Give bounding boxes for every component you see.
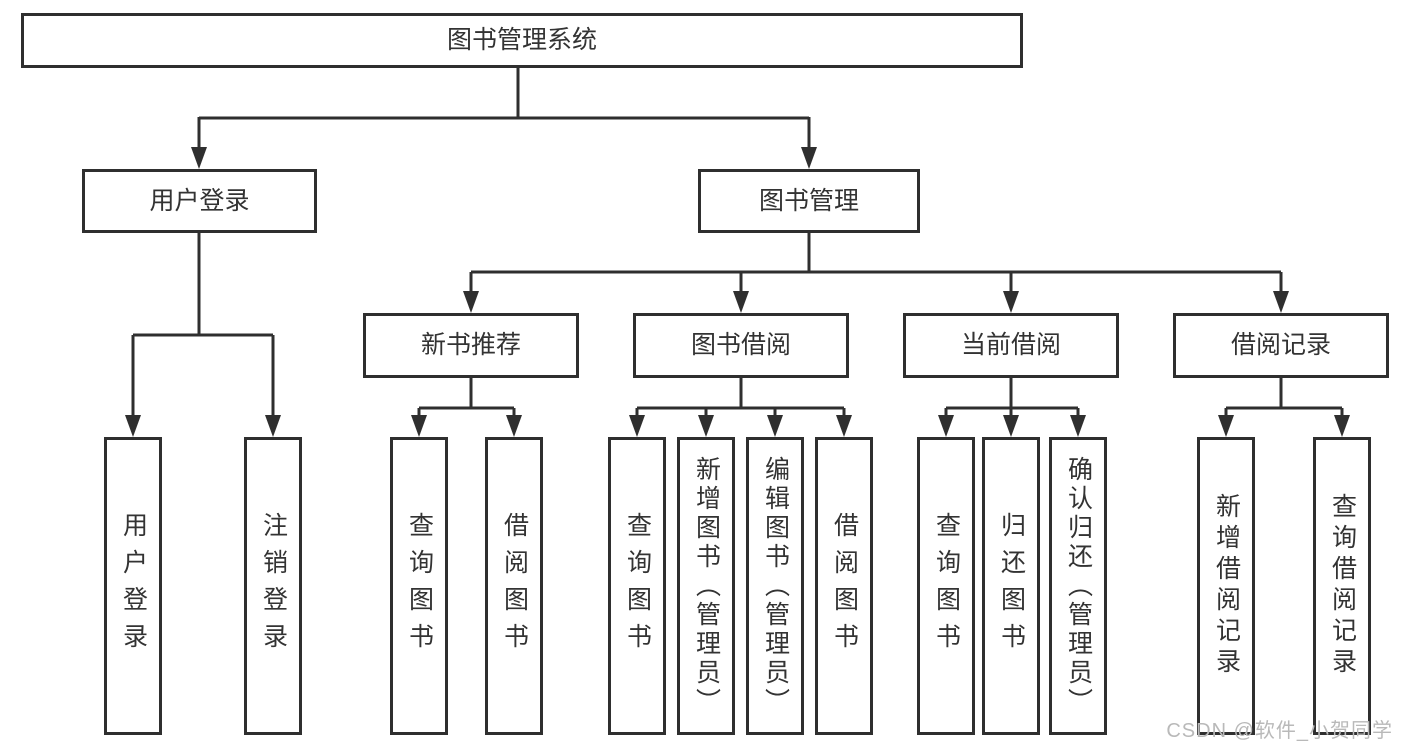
node-label: 借阅记录 <box>1230 331 1331 359</box>
node-label: 确认归还（管理员） <box>1064 455 1093 717</box>
leaf-query-books-borrow: 查询图书 <box>608 437 666 735</box>
leaf-user-login: 用户登录 <box>104 437 162 735</box>
node-library-management-system: 图书管理系统 <box>21 13 1023 68</box>
node-label: 用户登录 <box>149 186 250 215</box>
node-label: 查询借阅记录 <box>1328 493 1357 679</box>
leaf-borrow-books-recommend: 借阅图书 <box>485 437 543 735</box>
node-label: 注销登录 <box>259 512 288 660</box>
watermark: CSDN @软件_小贺同学 <box>1166 720 1393 742</box>
node-label: 编辑图书（管理员） <box>761 455 790 717</box>
node-label: 借阅图书 <box>830 512 859 660</box>
leaf-query-borrow-record: 查询借阅记录 <box>1313 437 1371 735</box>
node-label: 借阅图书 <box>500 512 529 660</box>
arrowhead-icons <box>125 147 1350 437</box>
node-book-management: 图书管理 <box>698 169 920 233</box>
node-label: 归还图书 <box>997 512 1026 660</box>
leaf-edit-books-admin: 编辑图书（管理员） <box>746 437 804 735</box>
node-label: 新增借阅记录 <box>1212 493 1241 679</box>
leaf-logout: 注销登录 <box>244 437 302 735</box>
node-label: 新书推荐 <box>420 331 521 359</box>
leaf-borrow-books: 借阅图书 <box>815 437 873 735</box>
node-label: 当前借阅 <box>960 331 1061 359</box>
node-label: 查询图书 <box>623 512 652 660</box>
leaf-return-books: 归还图书 <box>982 437 1040 735</box>
node-new-book-recommend: 新书推荐 <box>363 313 579 378</box>
leaf-add-borrow-record: 新增借阅记录 <box>1197 437 1255 735</box>
leaf-add-books-admin: 新增图书（管理员） <box>677 437 735 735</box>
node-user-login: 用户登录 <box>82 169 317 233</box>
node-label: 图书管理 <box>758 186 859 215</box>
node-label: 查询图书 <box>405 512 434 660</box>
node-label: 图书管理系统 <box>446 26 597 54</box>
node-label: 查询图书 <box>932 512 961 660</box>
leaf-query-books-recommend: 查询图书 <box>390 437 448 735</box>
node-label: 图书借阅 <box>690 331 791 359</box>
leaf-confirm-return-admin: 确认归还（管理员） <box>1049 437 1107 735</box>
node-label: 用户登录 <box>119 512 148 660</box>
node-label: 新增图书（管理员） <box>692 455 721 717</box>
leaf-query-books-current: 查询图书 <box>917 437 975 735</box>
node-current-borrow: 当前借阅 <box>903 313 1119 378</box>
node-book-borrow: 图书借阅 <box>633 313 849 378</box>
node-borrow-records: 借阅记录 <box>1173 313 1389 378</box>
